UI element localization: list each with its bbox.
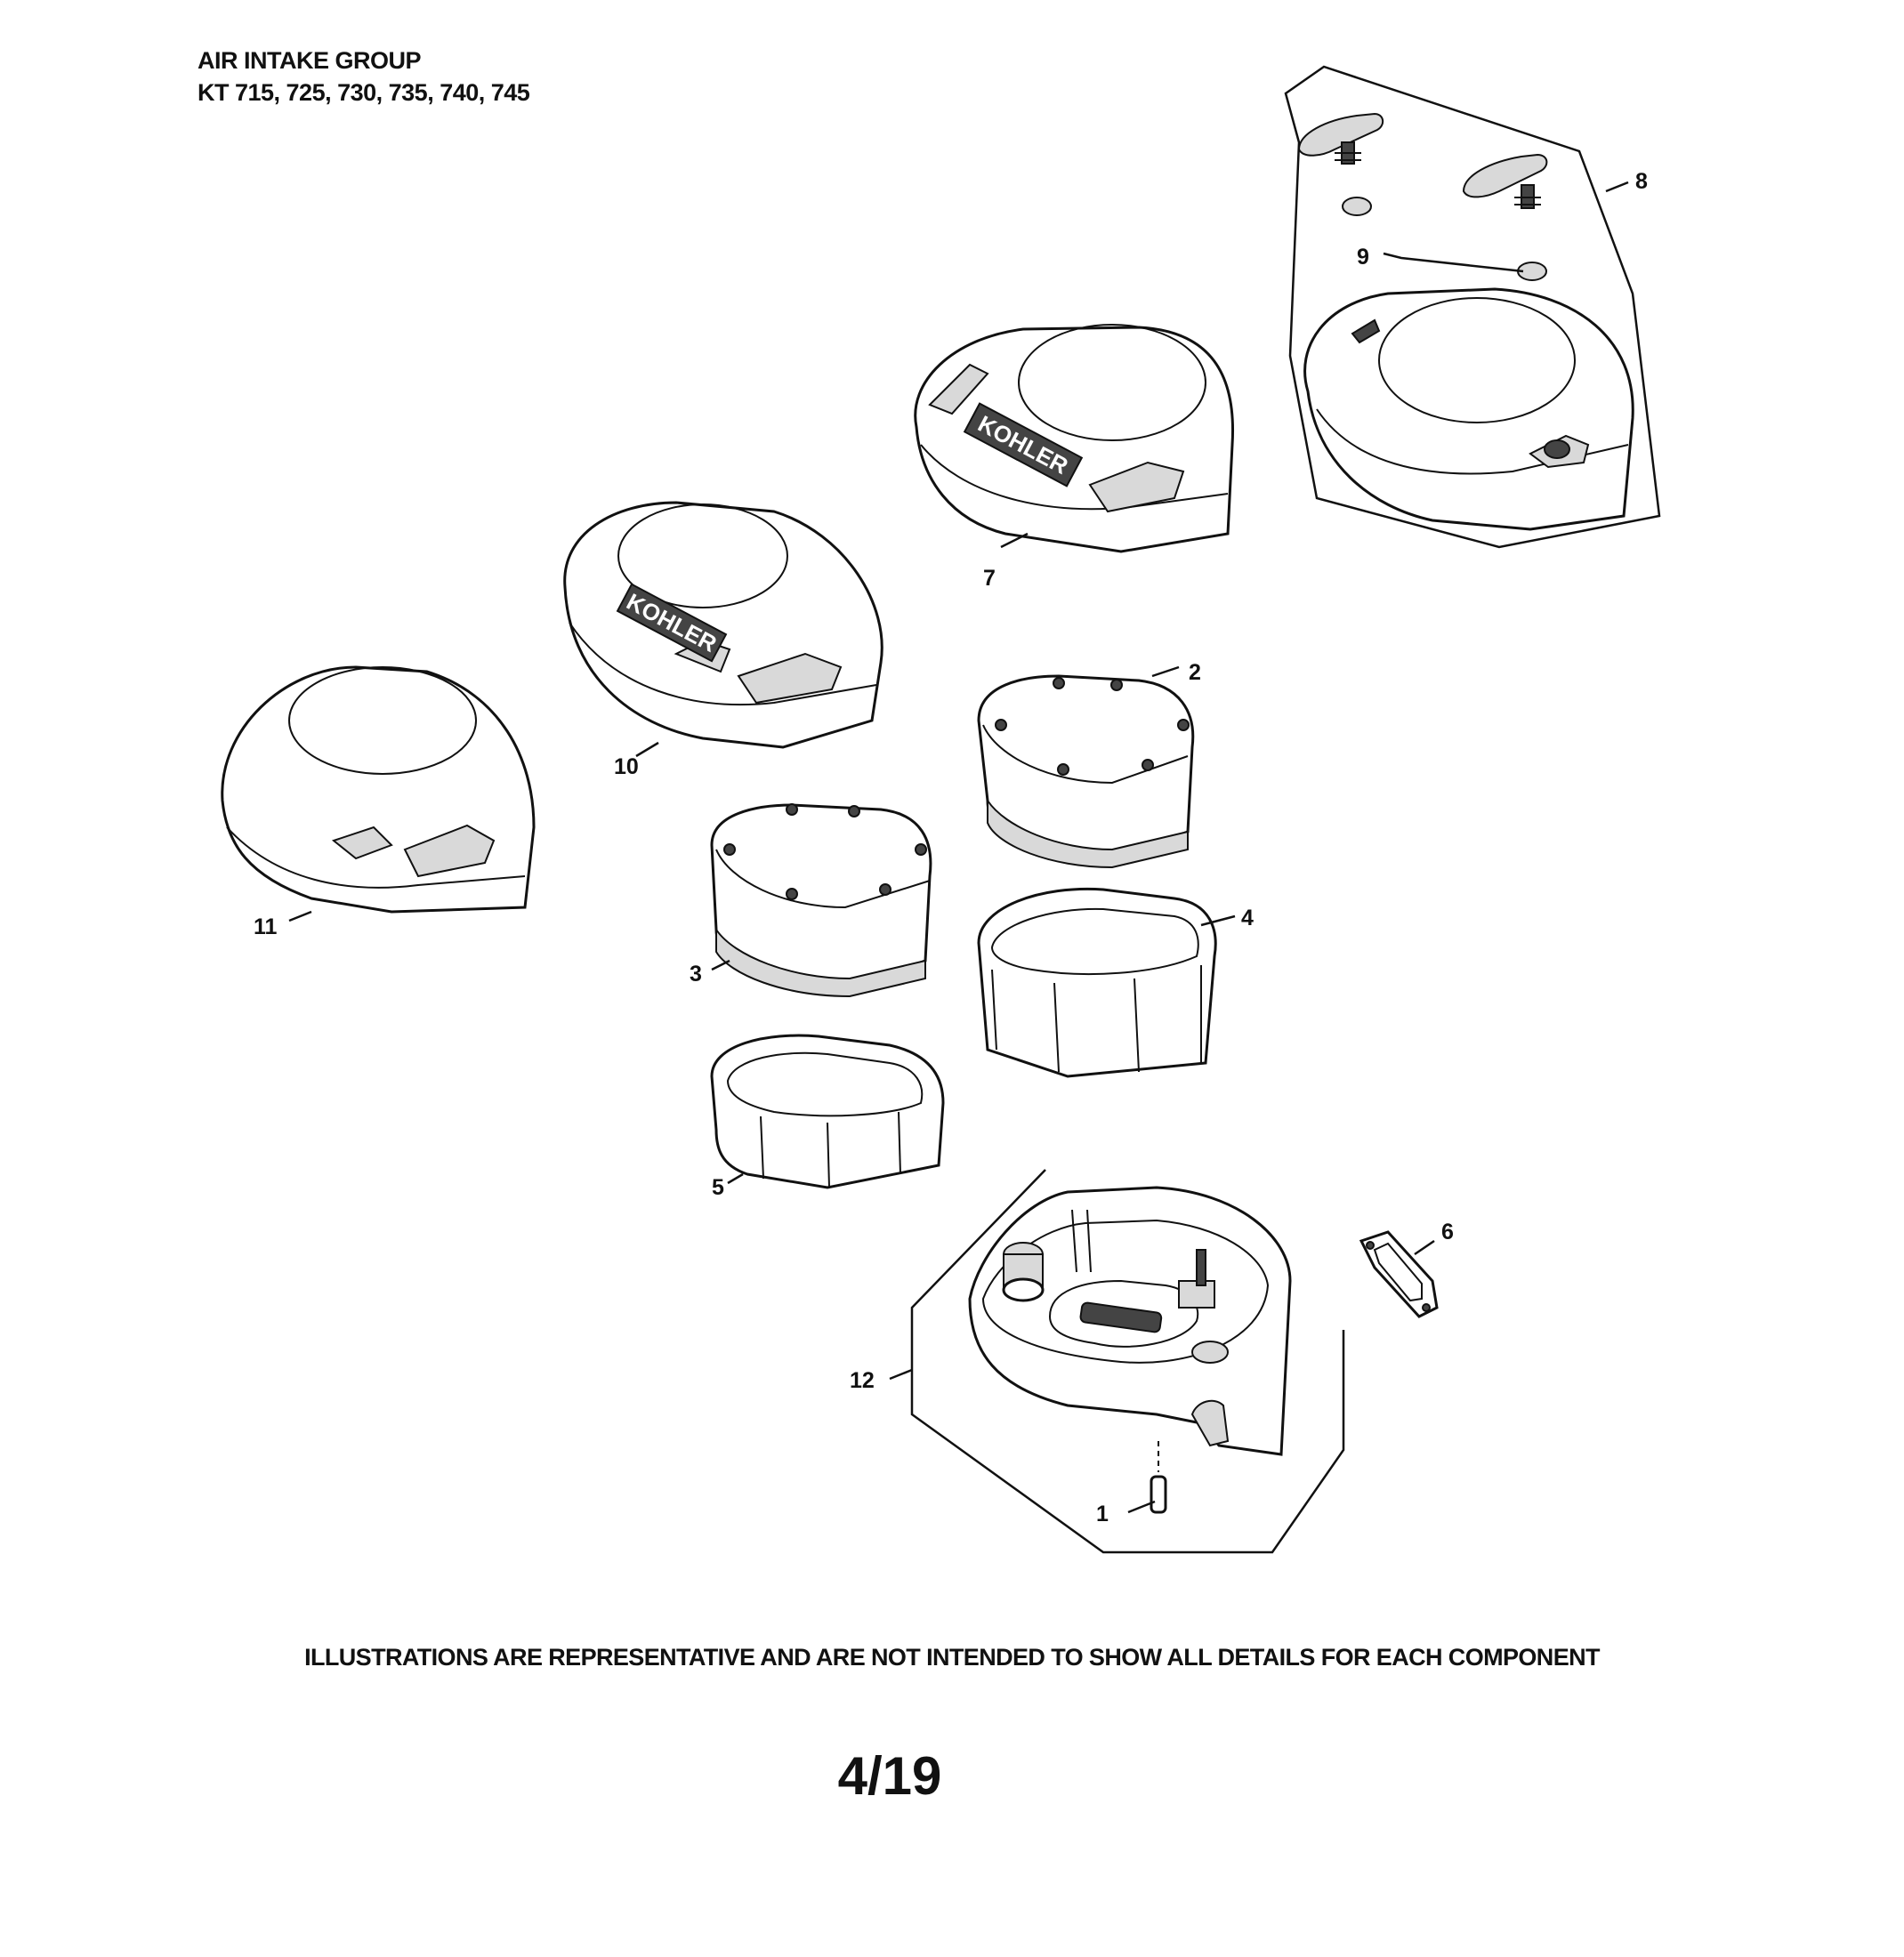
knob-left — [1297, 112, 1384, 165]
callout-2: 2 — [1189, 660, 1201, 685]
part-12-group-outline — [910, 1169, 1345, 1554]
filter-element-3 — [710, 803, 932, 998]
precleaner-4 — [977, 887, 1217, 1078]
disclaimer: ILLUSTRATIONS ARE REPRESENTATIVE AND ARE… — [304, 1644, 1600, 1671]
precleaner-5 — [710, 1034, 945, 1189]
air-cleaner-cover-7: KOHLER — [914, 324, 1235, 553]
air-cleaner-cover-8 — [1303, 287, 1634, 531]
gasket-6 — [1359, 1230, 1439, 1318]
filter-element-2 — [977, 674, 1195, 869]
air-cleaner-cover-11 — [221, 665, 536, 914]
air-cleaner-cover-10: KOHLER — [563, 501, 883, 749]
washer-top — [1342, 197, 1372, 216]
callout-labels: 1 2 3 4 5 6 7 8 9 10 11 12 — [254, 169, 1648, 1526]
part-8-group-outline — [1284, 65, 1661, 549]
model-list: KT 715, 725, 730, 735, 740, 745 — [198, 79, 530, 106]
callout-11: 11 — [254, 914, 278, 939]
callout-5: 5 — [712, 1175, 724, 1200]
header: AIR INTAKE GROUP KT 715, 725, 730, 735, … — [198, 44, 530, 109]
callout-4: 4 — [1241, 906, 1254, 930]
callout-6: 6 — [1441, 1220, 1454, 1244]
callout-7: 7 — [983, 566, 996, 591]
callout-12: 12 — [850, 1368, 875, 1393]
page-title: AIR INTAKE GROUP — [198, 47, 422, 74]
callout-8: 8 — [1635, 169, 1648, 194]
callout-10: 10 — [614, 754, 639, 779]
knob-right — [1462, 153, 1548, 209]
stud-1 — [1150, 1441, 1167, 1514]
callout-1: 1 — [1096, 1502, 1109, 1526]
callout-9: 9 — [1357, 245, 1369, 270]
leader-lines — [288, 181, 1629, 1514]
air-cleaner-base-12 — [968, 1186, 1292, 1456]
page-number: 4/19 — [837, 1746, 942, 1806]
callout-3: 3 — [690, 962, 702, 987]
